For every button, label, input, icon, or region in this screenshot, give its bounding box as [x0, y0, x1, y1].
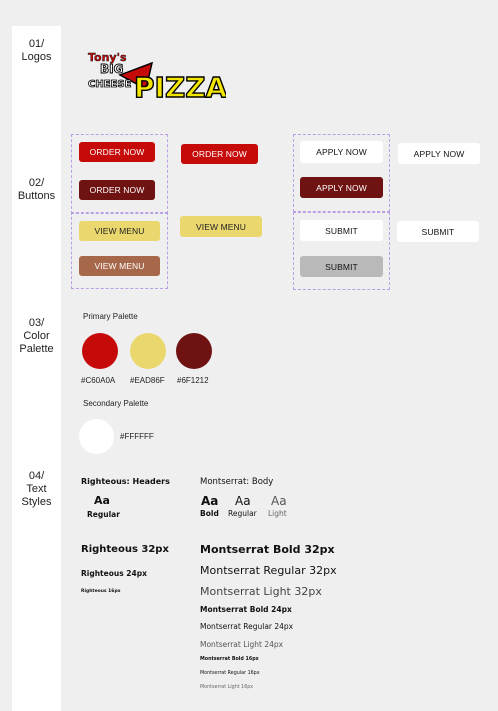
submit-button[interactable]: SUBMIT: [300, 220, 383, 241]
righteous-aa-sample: Aa: [94, 494, 110, 507]
dashed-frame-primary-buttons: [71, 134, 168, 214]
righteous-32-sample: Righteous 32px: [81, 544, 169, 555]
montserrat-bold-16-sample: Montserrat Bold 16px: [200, 657, 259, 662]
montserrat-body-label: Montserrat: Body: [200, 477, 274, 487]
brand-logo: PIZZA BIG CHEESE Tony's: [86, 49, 229, 105]
swatch-hex-label: #FFFFFF: [120, 432, 154, 441]
swatch-hex-label: #EAD86F: [130, 376, 165, 385]
apply-now-button-alt[interactable]: APPLY NOW: [398, 143, 480, 164]
logo-pizza-text: PIZZA: [134, 71, 226, 104]
montserrat-bold-24-sample: Montserrat Bold 24px: [200, 605, 292, 614]
montserrat-aa-light: Aa: [271, 494, 287, 508]
montserrat-bold-label: Bold: [200, 509, 219, 518]
order-now-button-hover[interactable]: ORDER NOW: [79, 180, 155, 200]
submit-button-disabled[interactable]: SUBMIT: [300, 256, 383, 277]
montserrat-regular-16-sample: Montserrat Regular 16px: [200, 671, 260, 676]
section-label-palette: 03/ Color Palette: [19, 317, 54, 355]
section-label-text-styles: 04/ Text Styles: [21, 470, 52, 508]
primary-palette-title: Primary Palette: [83, 312, 138, 321]
montserrat-aa-regular: Aa: [235, 494, 251, 508]
order-now-button-alt[interactable]: ORDER NOW: [181, 144, 258, 164]
apply-now-button[interactable]: APPLY NOW: [300, 141, 383, 163]
swatch-primary-yellow: [130, 333, 166, 369]
swatch-secondary-white: [79, 419, 114, 454]
righteous-16-sample: Righteous 16px: [81, 589, 121, 594]
montserrat-aa-bold: Aa: [201, 494, 219, 508]
section-label-buttons: 02/ Buttons: [17, 177, 56, 202]
section-sidebar: [12, 26, 61, 711]
dashed-frame-yellow-buttons: [71, 212, 168, 289]
dashed-frame-apply-buttons: [293, 134, 390, 212]
submit-button-alt[interactable]: SUBMIT: [397, 221, 479, 242]
montserrat-light-label: Light: [268, 509, 287, 518]
dashed-frame-submit-buttons: [293, 212, 390, 290]
view-menu-button-alt[interactable]: VIEW MENU: [180, 216, 262, 237]
montserrat-regular-32-sample: Montserrat Regular 32px: [200, 564, 337, 577]
montserrat-regular-label: Regular: [228, 509, 257, 518]
swatch-primary-red: [82, 333, 118, 369]
order-now-button[interactable]: ORDER NOW: [79, 142, 155, 162]
swatch-primary-dark-red: [176, 333, 212, 369]
montserrat-light-24-sample: Montserrat Light 24px: [200, 640, 284, 649]
view-menu-button[interactable]: VIEW MENU: [79, 221, 160, 241]
righteous-headers-label: Righteous: Headers: [81, 477, 170, 486]
logo-tonys-text: Tony's: [88, 51, 127, 64]
logo-cheese-text: CHEESE: [88, 79, 132, 90]
righteous-regular-label: Regular: [87, 510, 120, 519]
view-menu-button-hover[interactable]: VIEW MENU: [79, 256, 160, 276]
righteous-24-sample: Righteous 24px: [81, 569, 147, 578]
section-label-logos: 01/ Logos: [21, 38, 52, 63]
apply-now-button-hover[interactable]: APPLY NOW: [300, 177, 383, 198]
swatch-hex-label: #C60A0A: [81, 376, 116, 385]
montserrat-light-32-sample: Montserrat Light 32px: [200, 585, 322, 598]
logo-big-text: BIG: [100, 62, 123, 76]
secondary-palette-title: Secondary Palette: [83, 399, 149, 408]
swatch-hex-label: #6F1212: [177, 376, 209, 385]
montserrat-light-16-sample: Montserrat Light 16px: [200, 685, 254, 690]
montserrat-regular-24-sample: Montserrat Regular 24px: [200, 622, 294, 631]
montserrat-bold-32-sample: Montserrat Bold 32px: [200, 543, 335, 556]
